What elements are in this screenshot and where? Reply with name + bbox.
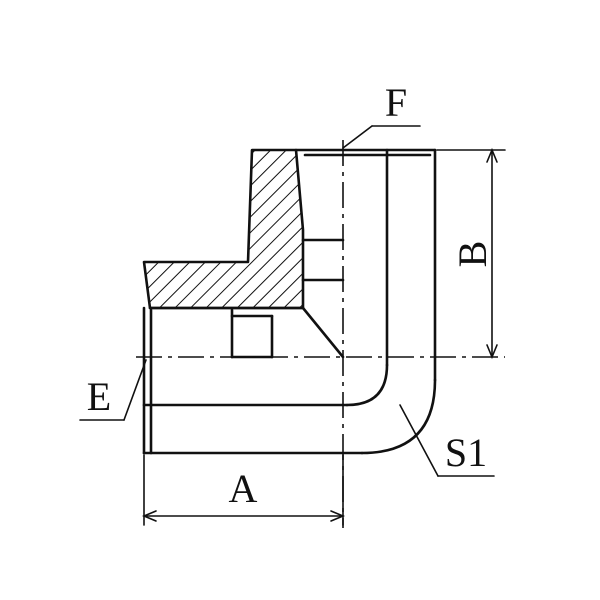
- leader-f: [342, 125, 421, 149]
- dimension-b: [436, 147, 506, 360]
- horizontal-body: [142, 306, 364, 455]
- dimension-a: [141, 454, 346, 526]
- label-a: A: [229, 466, 258, 511]
- elbow-bend: [345, 363, 437, 455]
- label-b: B: [450, 241, 495, 268]
- label-e: E: [87, 374, 111, 419]
- label-f: F: [385, 80, 407, 125]
- vertical-tube: [294, 148, 437, 382]
- leader-e: [79, 359, 147, 421]
- leader-s1: [399, 404, 495, 477]
- label-s1: S1: [445, 430, 487, 475]
- nut-section: [142, 148, 305, 310]
